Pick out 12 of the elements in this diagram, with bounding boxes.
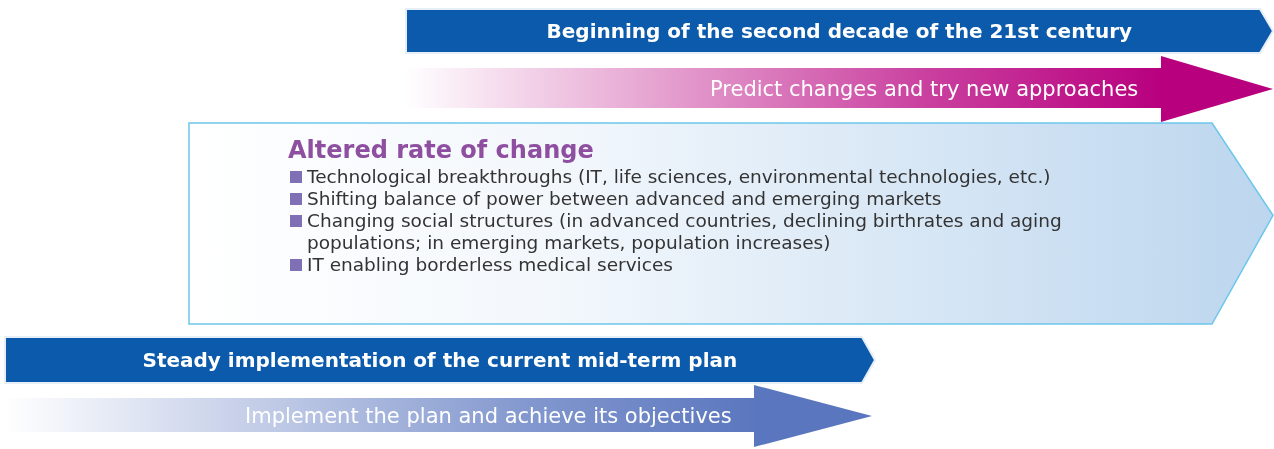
banner-band	[4, 336, 876, 384]
banner-band	[405, 8, 1274, 54]
bullet-item: Shifting balance of power between advanced and emerging markets	[288, 188, 1108, 210]
arrow-text: Predict changes and try new approaches	[710, 77, 1139, 101]
banner-text: Beginning of the second decade of the 21st century	[546, 19, 1133, 43]
bullet-item: Changing social structures (in advanced countries, declining birthrates and aging populations; in emerging markets, population increases)	[288, 210, 1108, 254]
banner-text: Steady implementation of the current mid-term plan	[142, 348, 738, 372]
chevron-panel	[188, 122, 1274, 325]
bullet-item: Technological breakthroughs (IT, life sciences, environmental technologies, etc.)	[288, 166, 1108, 188]
heading: Altered rate of change	[288, 136, 595, 164]
bullet-item: IT enabling borderless medical services	[288, 254, 1108, 276]
arrow-text: Implement the plan and achieve its objectives	[245, 404, 732, 428]
